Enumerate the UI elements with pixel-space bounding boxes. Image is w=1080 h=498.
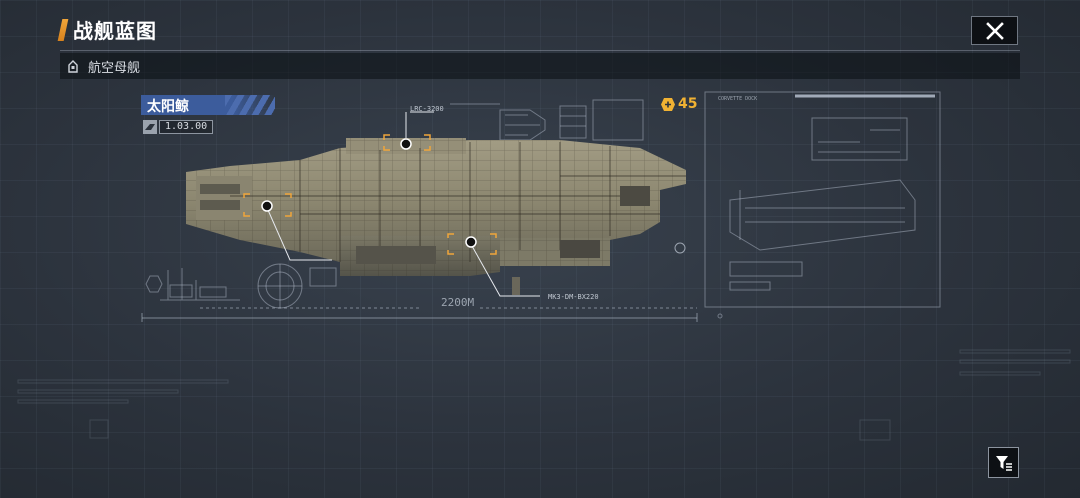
name-plate-stripes: [225, 95, 275, 115]
dock-label: CORVETTE DOCK: [718, 96, 757, 102]
scale-ruler: [141, 307, 698, 322]
close-icon: [985, 21, 1004, 40]
category-label: 航空母舰: [88, 60, 141, 76]
hardpoint-node-left[interactable]: [261, 200, 273, 212]
category-bar: 航空母舰: [60, 53, 1020, 79]
hardpoint-callouts: [267, 111, 540, 297]
right-schematic: [704, 91, 941, 319]
header-divider: [60, 50, 1020, 51]
close-button[interactable]: [971, 16, 1018, 45]
length-label: 2200M: [441, 296, 474, 309]
ship-version-icon: [143, 120, 157, 134]
top-schematic: [450, 99, 644, 141]
ship-name-plate: 太阳鲸: [141, 95, 275, 115]
dock-icon: [66, 59, 80, 73]
callout-label-top: LRC-3200: [410, 105, 444, 113]
ship-name: 太阳鲸: [147, 99, 189, 115]
hardpoint-node-top[interactable]: [400, 138, 412, 150]
cost-value: 45: [678, 96, 698, 112]
callout-label-bottom: MK3-DM-BX220: [548, 293, 599, 301]
hardpoint-node-bottom[interactable]: [465, 236, 477, 248]
carrier-ship-model: [186, 134, 686, 295]
filter-icon: [995, 455, 1012, 471]
dock-node-icon: [674, 242, 686, 254]
ship-version: 1.03.00: [143, 120, 214, 134]
cost-badge: 45: [661, 96, 697, 112]
resource-icon: [661, 97, 675, 111]
background-schematic-text: [17, 349, 1071, 441]
filter-button[interactable]: [988, 447, 1019, 478]
page-title: 战舰蓝图: [73, 19, 157, 43]
ship-version-value: 1.03.00: [159, 120, 214, 134]
left-schematic: [145, 263, 337, 309]
